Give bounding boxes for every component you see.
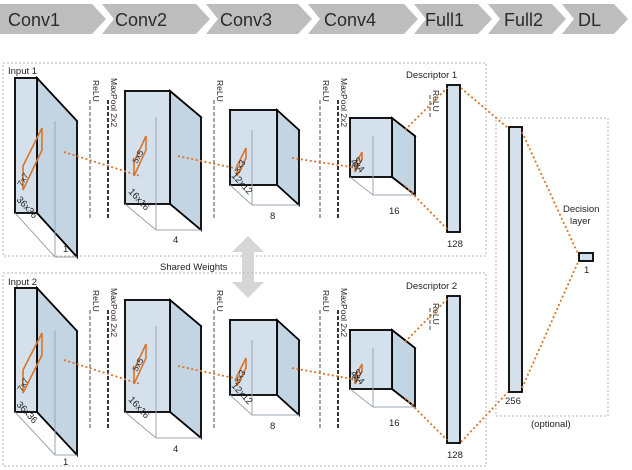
- kernel-window: [133, 343, 147, 385]
- kernel-window: [22, 332, 43, 394]
- maxpool-label: MaxPool 2x2: [109, 288, 119, 337]
- kernel-window: [236, 357, 247, 387]
- connection-line: [404, 185, 448, 230]
- optional-panel: [495, 117, 609, 417]
- stage-arrow-conv2: Conv2: [102, 4, 210, 34]
- double-arrow-icon: [232, 236, 264, 298]
- stage-arrow-full2: Full2: [488, 4, 566, 34]
- input-volume: 7x7 36x36 1: [13, 75, 79, 260]
- descriptor-label: Descriptor 2: [406, 281, 457, 292]
- map-depth: 4: [173, 444, 178, 455]
- decision-network: 256 1 Decision layer (optional): [460, 87, 609, 443]
- descriptor-vector: [446, 295, 461, 444]
- connection-line: [291, 157, 359, 169]
- decision-label: Decision layer: [563, 204, 602, 227]
- connection-line: [521, 259, 580, 389]
- stage-label: Conv1: [8, 10, 60, 30]
- input-depth: 1: [63, 244, 68, 255]
- input-label: Input 2: [8, 277, 37, 288]
- conv4-volume: 2x2 4x4 16: [348, 116, 417, 217]
- connection-line: [460, 87, 509, 129]
- stage-label: Conv2: [115, 10, 167, 30]
- stage-arrow-full1: Full1: [414, 4, 492, 34]
- kernel-window: [354, 151, 363, 173]
- hidden-dim: 256: [505, 396, 521, 407]
- stage-label: Full1: [425, 10, 464, 30]
- input-depth: 1: [63, 457, 68, 468]
- hidden-vector: [508, 126, 523, 393]
- stage-arrow-dl: DL: [562, 4, 628, 34]
- branch-2: Input 2 Descriptor 2 7x7 36x36 1 ReLU Ma…: [2, 272, 487, 468]
- relu-label: ReLU: [321, 80, 331, 102]
- kernel-window: [236, 147, 247, 177]
- kernel-window: [22, 127, 43, 191]
- connection-line: [291, 367, 359, 381]
- map-depth: 8: [270, 211, 275, 222]
- connection-line: [460, 391, 509, 443]
- output-unit: [578, 252, 594, 262]
- connection-line: [404, 298, 448, 343]
- shared-weights: Shared Weights: [160, 236, 264, 298]
- relu-label: ReLU: [431, 90, 441, 112]
- descriptor-dim: 128: [447, 450, 463, 461]
- relu-label: ReLU: [91, 290, 101, 312]
- connection-line: [404, 87, 448, 131]
- input-volume: 7x7 36x36 1: [13, 285, 79, 468]
- stage-arrow-conv4: Conv4: [308, 4, 418, 34]
- stage-label: Conv4: [324, 10, 376, 30]
- relu-label: ReLU: [215, 290, 225, 312]
- maxpool-label: MaxPool 2x2: [339, 288, 349, 337]
- conv3-volume: 3x3 12x12 8: [228, 317, 301, 432]
- map-depth: 8: [270, 421, 275, 432]
- map-depth: 16: [389, 418, 400, 429]
- maxpool-label: MaxPool 2x2: [339, 78, 349, 127]
- conv4-volume: 2x2 4x4 16: [348, 328, 417, 429]
- map-depth: 4: [173, 235, 178, 246]
- decision-label-line2: layer: [570, 216, 591, 227]
- connection-line: [521, 131, 580, 257]
- branch-1: Input 1 Descriptor 1 7x7 36x36 1 ReLU Ma…: [2, 62, 487, 260]
- connection-line: [177, 155, 244, 171]
- optional-note: (optional): [531, 419, 571, 430]
- stage-arrow-conv3: Conv3: [206, 4, 312, 34]
- shared-weights-label: Shared Weights: [160, 262, 228, 273]
- relu-label: ReLU: [321, 290, 331, 312]
- output-dim: 1: [584, 265, 589, 276]
- kernel-window: [133, 135, 147, 177]
- kernel-window: [354, 363, 363, 385]
- branch-panel: [2, 272, 487, 467]
- conv2-volume: 5x5 16x16 4: [123, 89, 203, 246]
- stage-label: Conv3: [220, 10, 272, 30]
- connection-line: [404, 397, 448, 441]
- stage-header: Conv1 Conv2 Conv3 Conv4 Full1 Full2 DL: [0, 4, 628, 34]
- decision-label-line1: Decision: [563, 204, 599, 215]
- map-depth: 16: [389, 206, 400, 217]
- descriptor-vector: [446, 84, 461, 233]
- conv3-volume: 3x3 12x12 8: [228, 107, 301, 222]
- input-label: Input 1: [8, 66, 37, 77]
- relu-label: ReLU: [431, 303, 441, 325]
- connection-line: [177, 365, 244, 381]
- descriptor-dim: 128: [447, 239, 463, 250]
- relu-label: ReLU: [91, 80, 101, 102]
- stage-label: DL: [578, 10, 601, 30]
- descriptor-label: Descriptor 1: [406, 70, 457, 81]
- conv2-volume: 5x5 16x16 4: [123, 298, 203, 455]
- relu-label: ReLU: [215, 80, 225, 102]
- stage-arrow-conv1: Conv1: [0, 4, 106, 34]
- maxpool-label: MaxPool 2x2: [109, 78, 119, 127]
- stage-label: Full2: [504, 10, 543, 30]
